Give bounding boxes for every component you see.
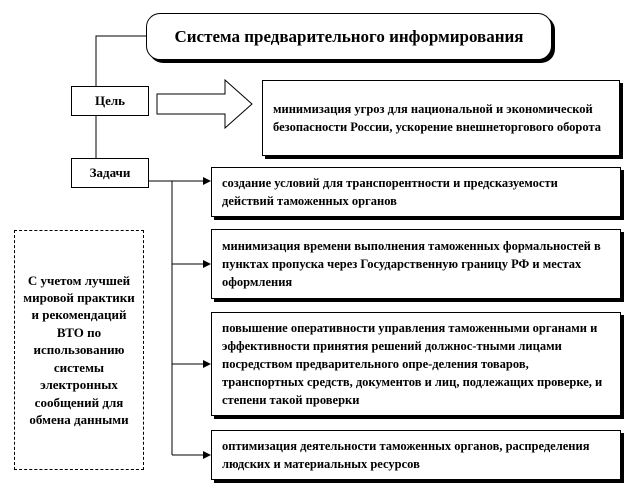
task-text-3: повышение оперативности управления тамож… bbox=[222, 321, 603, 407]
title-box: Система предварительного информирования bbox=[146, 13, 552, 60]
goal-block-arrow bbox=[156, 78, 253, 130]
task-box-1: создание условий для транспорентности и … bbox=[211, 167, 621, 217]
title-text: Система предварительного информирования bbox=[174, 26, 524, 46]
tasks-label: Задачи bbox=[89, 165, 131, 180]
tasks-label-box: Задачи bbox=[71, 158, 149, 188]
task-text-4: оптимизация деятельности таможенных орга… bbox=[222, 439, 590, 471]
task-text-1: создание условий для транспорентности и … bbox=[222, 176, 558, 208]
goal-text-box: минимизация угроз для национальной и эко… bbox=[262, 80, 620, 156]
task-text-2: минимизация времени выполнения таможенны… bbox=[222, 239, 601, 289]
title-connector bbox=[95, 35, 146, 86]
goal-text: минимизация угроз для национальной и эко… bbox=[273, 102, 602, 134]
note-box: С учетом лучшей мировой практики и реком… bbox=[14, 230, 144, 470]
note-text: С учетом лучшей мировой практики и реком… bbox=[23, 272, 135, 427]
task-box-4: оптимизация деятельности таможенных орга… bbox=[211, 430, 621, 480]
task-box-2: минимизация времени выполнения таможенны… bbox=[211, 229, 621, 299]
goal-label: Цель bbox=[94, 93, 126, 108]
goal-label-box: Цель bbox=[71, 86, 149, 116]
task-box-3: повышение оперативности управления тамож… bbox=[211, 312, 621, 416]
